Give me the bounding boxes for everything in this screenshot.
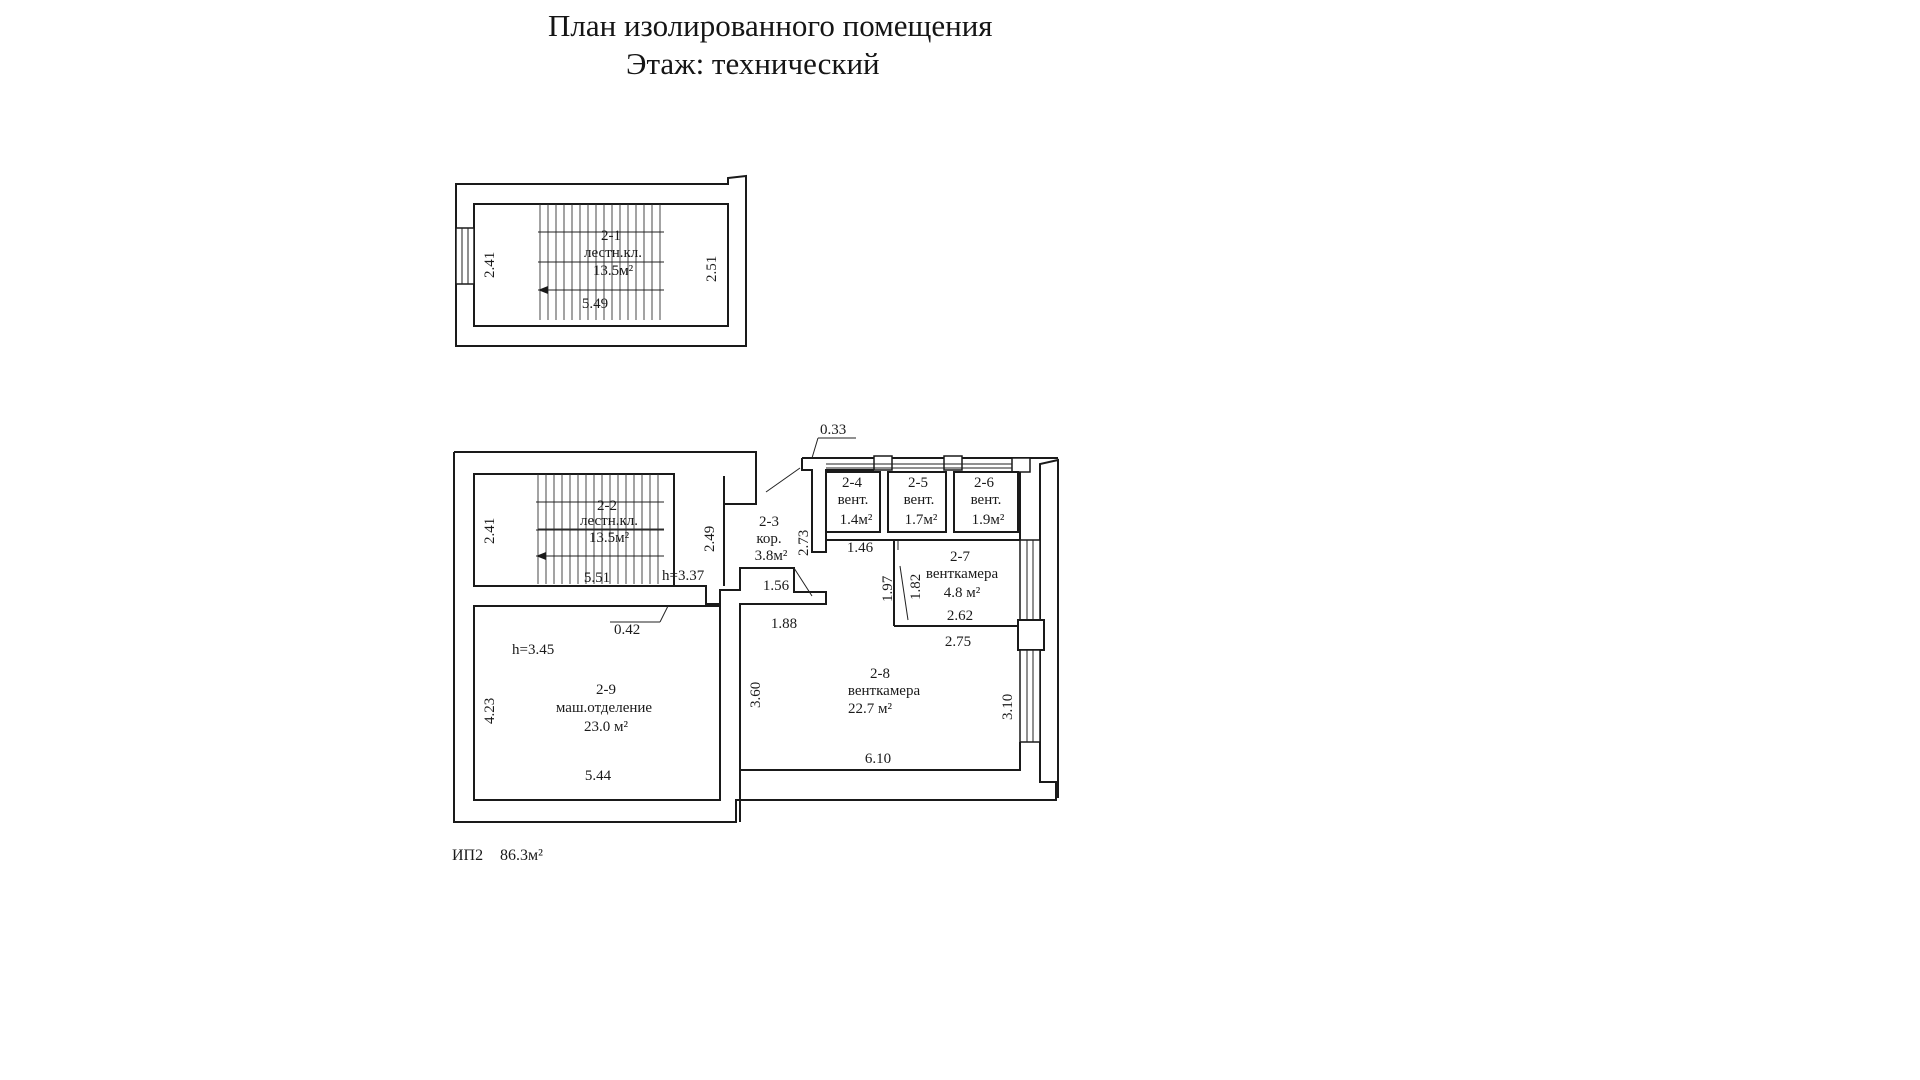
room-2-5-area: 1.7м² [905, 512, 938, 528]
plan-title: План изолированного помещения [548, 8, 993, 43]
room-2-3-area: 3.8м² [755, 548, 788, 564]
room-2-8-number: 2-8 [870, 666, 890, 682]
dim-1-88: 1.88 [771, 616, 797, 632]
dim-2-41-bottom: 2.41 [482, 518, 498, 544]
room-2-9-name: маш.отделение [556, 700, 652, 716]
height-3-45: h=3.45 [512, 642, 554, 658]
dim-2-41-top: 2.41 [482, 252, 498, 278]
dim-2-73: 2.73 [796, 530, 812, 556]
dim-0-33: 0.33 [820, 422, 846, 438]
window-right [740, 539, 1045, 782]
door-swing-2-3b [793, 567, 813, 597]
room-2-1-number: 2-1 [601, 228, 621, 244]
room-2-1-area: 13.5м² [593, 263, 634, 279]
room-2-8-name: венткамера [848, 683, 921, 699]
vent-2-5 [887, 471, 947, 533]
footer-total-area: 86.3м² [500, 847, 543, 864]
room-2-6-name: вент. [971, 492, 1002, 508]
height-3-37: h=3.37 [662, 568, 705, 584]
floor-plan-drawing: 2-1 лестн.кл. 13.5м² 2.41 2.51 5.49 2-2 … [452, 174, 1059, 864]
staircase-block-top: 2-1 лестн.кл. 13.5м² 2.41 2.51 5.49 [455, 174, 747, 347]
room-2-6-area: 1.9м² [972, 512, 1005, 528]
room-2-7-name: венткамера [926, 566, 999, 582]
dim-1-56: 1.56 [763, 578, 790, 594]
dim-2-49: 2.49 [702, 526, 718, 552]
room-2-3-name: кор. [756, 531, 781, 547]
dim-5-44: 5.44 [585, 768, 612, 784]
vent-columns [826, 455, 1031, 473]
door-swing-2-3 [765, 467, 801, 493]
dim-1-97: 1.97 [880, 575, 896, 602]
stair-treads-bottom [537, 474, 664, 584]
room-2-2-area: 13.5м² [589, 530, 630, 546]
room-2-2-number: 2-2 [597, 498, 617, 514]
room-2-9-number: 2-9 [596, 682, 616, 698]
room-2-7-number: 2-7 [950, 549, 970, 565]
leader-0-33: 0.33 [811, 422, 856, 459]
stair-top-inner-wall [473, 203, 729, 327]
dim-1-46: 1.46 [847, 540, 874, 556]
corridor-walls [674, 567, 827, 822]
dim-4-23: 4.23 [482, 698, 498, 724]
stair-arrows-bottom [536, 501, 664, 560]
dim-1-82: 1.82 [908, 574, 924, 600]
room-2-7-diag [899, 565, 909, 621]
dim-5-49: 5.49 [582, 296, 608, 312]
room-2-7-area: 4.8 м² [944, 585, 981, 601]
vent-left-column [801, 458, 874, 553]
room-2-2-name: лестн.кл. [580, 513, 638, 529]
vent-2-6 [953, 471, 1019, 533]
room-2-7-walls [893, 540, 1020, 627]
dim-5-51: 5.51 [584, 570, 610, 586]
room-2-4-name: вент. [838, 492, 869, 508]
window-stair-top [455, 227, 475, 285]
footer-label: ИП2 [452, 847, 483, 864]
room-2-3-number: 2-3 [759, 514, 779, 530]
stair-arrows-top [538, 231, 664, 294]
room-2-1-name: лестн.кл. [584, 245, 642, 261]
dim-6-10: 6.10 [865, 751, 891, 767]
floor-label: Этаж: технический [626, 46, 880, 81]
room-2-5-name: вент. [904, 492, 935, 508]
stair-top-outer-wall [455, 174, 747, 347]
vent-2-4 [825, 471, 881, 533]
room-2-4-number: 2-4 [842, 475, 862, 491]
dim-3-10: 3.10 [1000, 694, 1016, 720]
room-2-6-number: 2-6 [974, 475, 994, 491]
room-2-9-area: 23.0 м² [584, 719, 628, 735]
room-2-4-area: 1.4м² [840, 512, 873, 528]
main-block: 2-2 лестн.кл. 13.5м² 2.41 2.49 5.51 h=3.… [453, 422, 1059, 823]
room-2-8-area: 22.7 м² [848, 701, 892, 717]
dim-2-62: 2.62 [947, 608, 973, 624]
dim-2-51: 2.51 [704, 256, 720, 282]
floor-plan-sheet: План изолированного помещения Этаж: техн… [452, 8, 1059, 864]
room-2-9-walls [473, 605, 721, 801]
dim-0-42: 0.42 [614, 622, 640, 638]
room-2-5-number: 2-5 [908, 475, 928, 491]
dim-2-75: 2.75 [945, 634, 971, 650]
dim-3-60: 3.60 [748, 682, 764, 708]
